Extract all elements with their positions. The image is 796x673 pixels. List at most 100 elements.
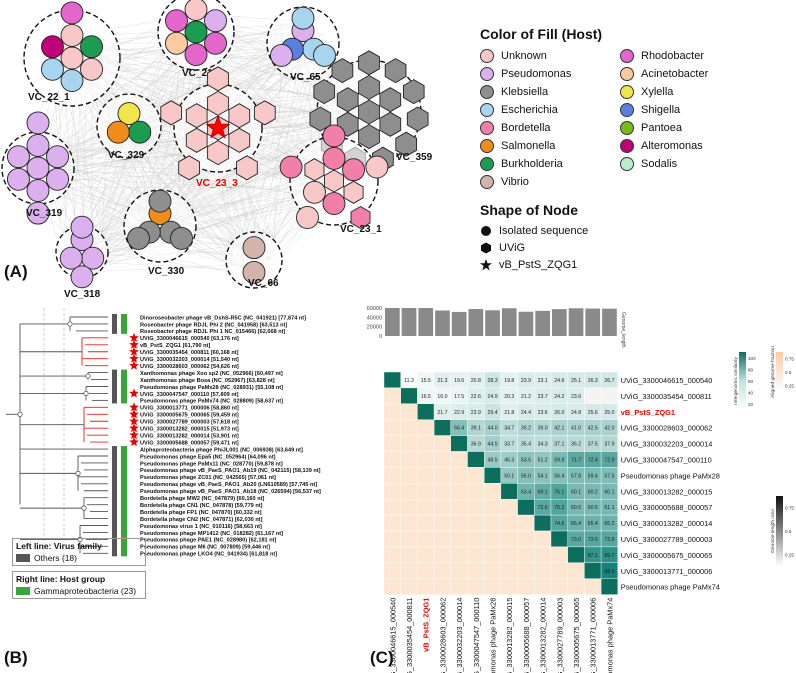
host-color-swatch: [620, 121, 634, 135]
host-legend-label: Salmonella: [501, 140, 556, 152]
genome-length-bar: [451, 311, 467, 336]
host-legend-item: Vibrio: [480, 174, 620, 190]
uvig-node: [324, 169, 344, 193]
heatmap-cell: [417, 483, 435, 500]
genome-length-bar: [552, 309, 567, 336]
star-icon: [480, 258, 492, 271]
host-color-swatch: [480, 85, 494, 99]
heatmap-value: 19.6: [454, 378, 464, 384]
tree-leaf-label: UViG_3300013771_000006 [58,860 nt]: [140, 406, 239, 412]
heatmap-cell: [417, 451, 435, 468]
uvig-node: [384, 58, 407, 84]
shape-legend-label: vB_PstS_ZQG1: [499, 258, 578, 271]
heatmap-cell: [550, 578, 568, 595]
heatmap-cell: [400, 546, 418, 563]
genome-length-bar: [401, 308, 417, 336]
isolate-node: [184, 0, 208, 21]
heatmap-row-label: UViG_3300032203_000014: [621, 440, 713, 449]
shape-legend-label: UViG: [499, 241, 526, 254]
heatmap-cell: [433, 578, 451, 595]
network-edge: [113, 140, 240, 246]
heatmap-cell: [400, 498, 418, 516]
heatmap-cell: [500, 483, 518, 500]
heatmap-cell: [467, 467, 485, 484]
host-legend-label: Pantoea: [641, 122, 682, 134]
uvig-node: [358, 124, 380, 150]
heatmap-cell: [417, 530, 435, 548]
heatmap-col-label: Pseudomonas phage PaMx74: [605, 598, 614, 673]
host-group-legend: Right line: Host group Gammaproteobacter…: [12, 571, 146, 599]
isolate-node: [322, 192, 346, 216]
host-legend-title: Color of Fill (Host): [480, 26, 603, 42]
genome-length-bar: [568, 308, 584, 336]
isolate-node: [26, 111, 50, 135]
host-legend-item: Xylella: [620, 84, 760, 100]
heatmap-cell: [483, 514, 502, 532]
virus-family-legend-title: Left line: Virus family: [16, 541, 102, 551]
heatmap-value: 53.5: [521, 457, 531, 463]
phylogenetic-tree-panel: Dinoroseobacter phage vB_DshS-R5C (NC_04…: [6, 308, 321, 561]
isolate-node: [342, 158, 365, 182]
heatmap-cell: [450, 483, 468, 500]
isolate-node: [291, 6, 315, 30]
heatmap-cell: [417, 514, 435, 532]
heatmap-value: 16.0: [437, 394, 447, 400]
heatmap-value: 23.1: [538, 378, 548, 384]
tree-node-icon: [85, 373, 91, 379]
genome-length-bar: [518, 311, 534, 336]
heatmap-cell: [500, 530, 518, 548]
heatmap-value: 42.0: [604, 426, 614, 432]
network-edge: [42, 37, 299, 164]
heatmap-cell: [400, 435, 418, 452]
isolate-node: [80, 57, 103, 81]
heatmap-cell: [383, 546, 401, 563]
heatmap-cell: [383, 403, 401, 420]
heatmap-cell: [483, 546, 502, 563]
tree-node-icon: [17, 411, 23, 417]
uvig-node: [358, 74, 380, 100]
cluster-vc-66: VC_66: [225, 231, 283, 289]
host-color-swatch: [620, 139, 634, 153]
isolate-node: [26, 133, 50, 157]
cluster-vc-330: VC_330: [123, 189, 197, 277]
uvig-node: [304, 158, 325, 182]
heatmap-value: 74.6: [554, 521, 564, 527]
host-legend-item: Salmonella: [480, 138, 620, 154]
heatmap-value: 72.9: [604, 457, 614, 463]
heatmap-value: 26.3: [588, 378, 598, 384]
heatmap-value: 98.6: [604, 569, 614, 575]
uvig-star-icon: [129, 360, 139, 370]
heatmap-cell: [383, 451, 401, 468]
uvig-node: [313, 79, 336, 105]
heatmap-cell: [567, 546, 585, 563]
heatmap-value: 24.8: [571, 410, 581, 416]
host-legend-item: Bordetella: [480, 120, 620, 136]
host-color-swatch: [620, 67, 634, 81]
isolate-node: [303, 180, 326, 204]
isolate-node: [184, 20, 208, 44]
heatmap-value: 56.4: [554, 473, 564, 479]
shape-legend-title: Shape of Node: [480, 202, 579, 218]
ratio-title: Genome length ratio: [770, 509, 776, 553]
heatmap-value: 24.9: [487, 394, 497, 400]
heatmap-value: 21.3: [437, 378, 447, 384]
heatmap-cell: [433, 467, 451, 484]
heatmap-cell: [600, 387, 619, 405]
cluster-vc-318: VC_318: [55, 215, 109, 300]
tree-leaf-label: Pseudomonas phage LKO4 (NC_041934) [61,8…: [140, 552, 277, 558]
isolate-node: [60, 1, 84, 25]
isolate-node: [7, 145, 30, 169]
tree-leaf-label: UViG_3300013282_000015 [51,973 nt]: [140, 427, 239, 433]
isolate-node: [41, 35, 64, 59]
uvig-node: [207, 66, 229, 92]
heatmap-cell: [483, 483, 502, 500]
aligned-title: Aligned genome fraction: [770, 346, 776, 398]
uvig-star-icon: [129, 430, 139, 440]
host-legend-label: Bordetella: [501, 122, 551, 134]
isolate-node: [70, 215, 94, 239]
heatmap-cell: [417, 498, 435, 516]
host-legend-item: Shigella: [620, 102, 760, 118]
isolate-node: [242, 260, 266, 284]
shape-legend-item: Isolated sequence: [480, 222, 796, 239]
virus-family-bar: [112, 446, 117, 557]
